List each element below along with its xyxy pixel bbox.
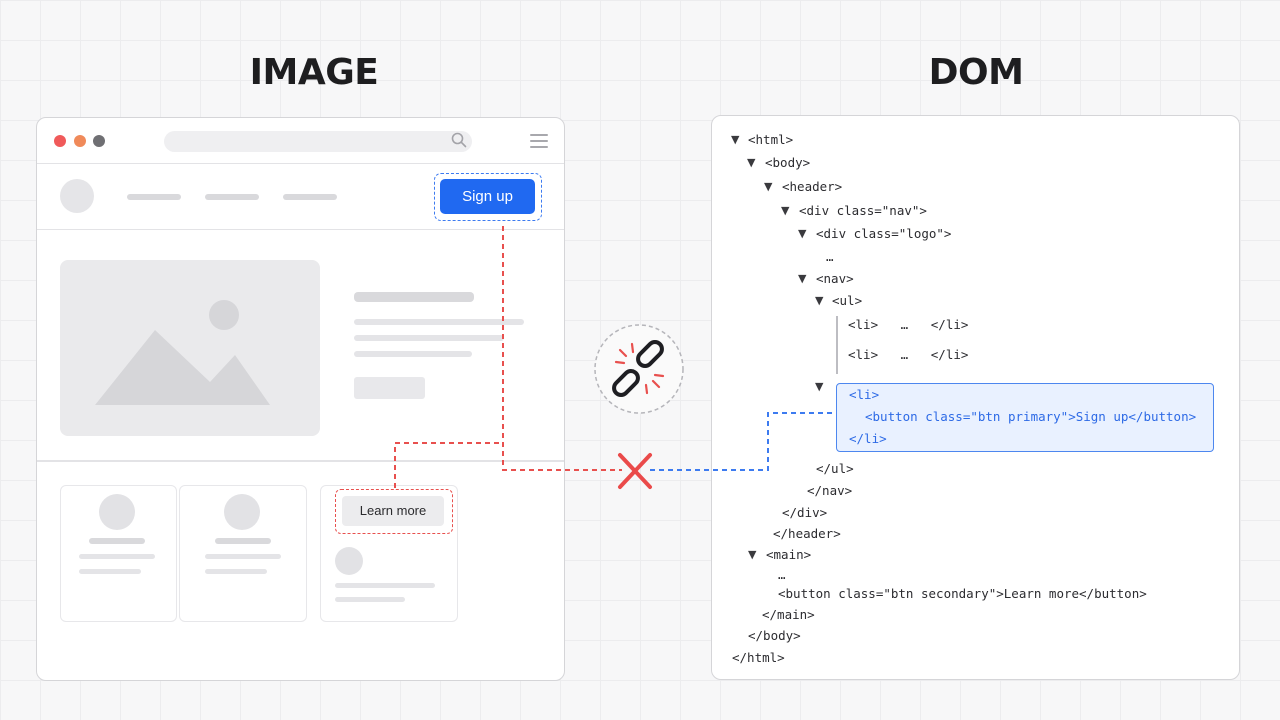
minimize-dot[interactable]	[74, 135, 86, 147]
dom-line-ul-open: <ul>	[832, 293, 863, 308]
expand-triangle-icon[interactable]: ▼	[798, 227, 807, 240]
learn-more-button[interactable]: Learn more	[342, 496, 444, 526]
broken-link-icon	[594, 324, 684, 414]
dom-line-body-open: <body>	[765, 155, 811, 170]
expand-triangle-icon[interactable]: ▼	[781, 204, 790, 217]
text-placeholder-title	[354, 292, 474, 302]
expand-triangle-icon[interactable]: ▼	[798, 272, 807, 285]
menu-icon[interactable]	[530, 134, 548, 148]
card-title-placeholder	[215, 538, 271, 544]
expand-triangle-icon[interactable]: ▼	[731, 133, 740, 146]
blue-connector-line	[650, 412, 836, 471]
dom-line-div-nav: <div class="nav">	[799, 203, 927, 218]
card	[179, 485, 307, 622]
dom-line-main-open: <main>	[766, 547, 812, 562]
dom-line-ellipsis: …	[826, 249, 834, 264]
signup-button[interactable]: Sign up	[440, 179, 535, 214]
card-avatar	[99, 494, 135, 530]
dom-tree-panel: ▼ <html> ▼ <body> ▼ <header> ▼ <div clas…	[711, 115, 1240, 680]
dom-line-html-open: <html>	[748, 132, 794, 147]
expand-triangle-icon[interactable]: ▼	[748, 548, 757, 561]
section-divider	[37, 460, 564, 462]
dom-line-button-primary: <button class="btn primary">Sign up</but…	[865, 409, 1197, 424]
dom-line-header-open: <header>	[782, 179, 843, 194]
card-text-placeholder	[335, 597, 405, 602]
text-placeholder-line	[354, 351, 472, 357]
dom-line-li-open: <li>	[849, 387, 880, 402]
card-text-placeholder	[205, 569, 267, 574]
dom-line-button-secondary: <button class="btn secondary">Learn more…	[778, 586, 1147, 601]
close-dot[interactable]	[54, 135, 66, 147]
expand-triangle-icon[interactable]: ▼	[815, 294, 824, 307]
expand-triangle-icon[interactable]: ▼	[764, 180, 773, 193]
dom-line-nav-close: </nav>	[807, 483, 853, 498]
nav-link-placeholder[interactable]	[205, 194, 259, 200]
expand-triangle-icon[interactable]: ▼	[815, 380, 824, 393]
dom-line-div-logo: <div class="logo">	[816, 226, 952, 241]
text-placeholder-line	[354, 335, 504, 341]
mountain-image-icon	[95, 300, 270, 405]
address-bar[interactable]	[164, 131, 472, 152]
card	[60, 485, 177, 622]
dom-line-header-close: </header>	[773, 526, 841, 541]
dom-line-li: <li> … </li>	[848, 347, 969, 362]
dom-line-ellipsis: …	[778, 567, 786, 582]
button-placeholder[interactable]	[354, 377, 425, 399]
dom-line-main-close: </main>	[762, 607, 815, 622]
card-avatar	[335, 547, 363, 575]
dom-line-html-close: </html>	[732, 650, 785, 665]
card-text-placeholder	[79, 554, 155, 559]
tree-guide-line	[836, 316, 838, 374]
dom-line-body-close: </body>	[748, 628, 801, 643]
logo-placeholder	[60, 179, 94, 213]
browser-titlebar	[37, 118, 564, 164]
learn-more-highlight-box: Learn more	[335, 489, 453, 534]
nav-link-placeholder[interactable]	[283, 194, 337, 200]
dom-line-nav-open: <nav>	[816, 271, 854, 286]
dom-line-div-close: </div>	[782, 505, 828, 520]
card-text-placeholder	[79, 569, 141, 574]
dom-line-li-close: </li>	[849, 431, 887, 446]
red-connector-line	[394, 442, 503, 488]
nav-link-placeholder[interactable]	[127, 194, 181, 200]
dom-line-ul-close: </ul>	[816, 461, 854, 476]
browser-window: Sign up Learn more	[36, 117, 565, 681]
card-avatar	[224, 494, 260, 530]
search-icon[interactable]	[451, 132, 467, 148]
signup-highlight-box: Sign up	[434, 173, 542, 221]
hero-image-placeholder	[60, 260, 320, 436]
highlighted-dom-node[interactable]	[836, 383, 1214, 452]
red-connector-line	[502, 226, 622, 471]
card-text-placeholder	[335, 583, 435, 588]
card-title-placeholder	[89, 538, 145, 544]
text-placeholder-line	[354, 319, 524, 325]
dom-line-li: <li> … </li>	[848, 317, 969, 332]
x-mark-icon	[618, 453, 652, 489]
image-heading: IMAGE	[249, 52, 379, 93]
maximize-dot[interactable]	[93, 135, 105, 147]
site-header: Sign up	[37, 164, 564, 230]
dom-heading: DOM	[928, 52, 1024, 93]
card-text-placeholder	[205, 554, 281, 559]
expand-triangle-icon[interactable]: ▼	[747, 156, 756, 169]
